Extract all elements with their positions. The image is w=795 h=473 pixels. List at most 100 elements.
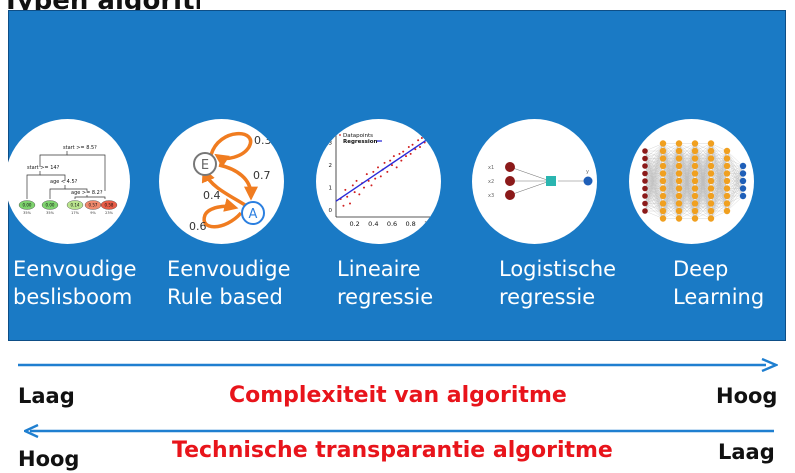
input-3-label: x3	[488, 193, 494, 199]
neuron	[659, 207, 667, 215]
datapoint	[372, 170, 375, 173]
neuron	[723, 147, 731, 155]
datapoint	[353, 191, 356, 194]
neuron	[707, 140, 715, 147]
state-a: A	[249, 207, 258, 222]
tree-leaf-pct: 35%	[46, 211, 54, 215]
tree-left-label: start >= 14?	[27, 165, 60, 171]
decision-tree-icon: start >= 8.5? start >= 14? age < 4.5? ag…	[5, 119, 130, 244]
datapoint	[407, 146, 410, 149]
datapoint	[411, 143, 414, 146]
legend-datapoints: Datapoints	[343, 133, 373, 139]
datapoint	[392, 155, 395, 158]
neuron	[659, 170, 667, 177]
deep-learning-icon	[629, 119, 754, 244]
datapoint	[426, 132, 429, 135]
neuron	[691, 207, 699, 215]
neuron	[675, 215, 683, 222]
tree-leaf-value: 0.14	[71, 203, 80, 208]
neuron	[659, 162, 667, 170]
datapoint	[374, 177, 377, 180]
tree-leaf	[18, 200, 36, 210]
neuron	[739, 177, 747, 185]
tree-leaf-value: 0.57	[89, 203, 98, 208]
neuron	[707, 207, 715, 215]
datapoint	[370, 184, 373, 187]
tree-right-label: age >= 8.2?	[71, 190, 103, 196]
x-tick-label: 1.0	[424, 220, 434, 228]
forward-arrow	[18, 358, 778, 372]
neuron	[675, 200, 683, 207]
neuron	[642, 200, 648, 207]
prob-4: 0.6	[189, 220, 207, 233]
neuron	[675, 207, 683, 215]
datapoint	[377, 166, 379, 169]
datapoint	[351, 184, 354, 187]
datapoint	[367, 179, 370, 182]
neuron	[659, 177, 667, 185]
tree-leaf-value: 0.00	[23, 203, 32, 208]
datapoint	[386, 170, 389, 173]
neuron	[691, 170, 699, 177]
neuron	[707, 170, 715, 177]
neuron	[707, 177, 715, 185]
tree-mid-label: age < 4.5?	[50, 179, 78, 185]
neuron	[659, 215, 667, 222]
y-tick-label: 2	[329, 163, 333, 169]
y-tick-label: 1	[329, 186, 333, 192]
tree-leaf-pct: 9%	[90, 211, 96, 215]
datapoint	[400, 159, 403, 162]
datapoint	[417, 139, 420, 142]
neuron	[659, 140, 667, 147]
datapoint	[342, 204, 345, 207]
tree-leaf	[66, 200, 84, 210]
prob-3: 0.4	[203, 189, 221, 202]
x-tick-label: 0.8	[405, 220, 415, 228]
legend-regression: Regression	[343, 139, 378, 145]
y-tick-label: 3	[329, 141, 333, 147]
datapoint	[383, 161, 386, 164]
neuron	[723, 200, 731, 207]
neuron	[642, 208, 648, 214]
neuron	[642, 170, 648, 177]
y-tick-label: 0	[329, 208, 333, 214]
neuron	[707, 162, 715, 170]
neuron	[723, 162, 731, 170]
neuron	[691, 155, 699, 162]
neuron	[707, 155, 715, 162]
datapoint	[405, 155, 407, 158]
neuron	[723, 170, 731, 177]
datapoint	[420, 137, 423, 140]
datapoint	[414, 148, 417, 151]
prob-2: 0.7	[253, 169, 271, 182]
datapoint	[419, 146, 421, 149]
neuron	[707, 185, 715, 192]
neuron	[675, 192, 683, 200]
neuron	[723, 177, 731, 185]
backward-low-label: Laag	[718, 440, 775, 464]
prob-1: 0.3	[254, 134, 272, 147]
datapoint	[358, 193, 361, 196]
neuron	[675, 185, 683, 192]
neuron	[642, 178, 648, 184]
neuron	[739, 162, 747, 170]
datapoint	[349, 202, 351, 205]
datapoint	[355, 179, 358, 182]
neuron	[691, 215, 699, 222]
neuron	[642, 193, 648, 199]
state-e: E	[201, 158, 209, 173]
x-tick-label: 0.6	[387, 220, 397, 228]
neuron	[675, 155, 683, 162]
backward-arrow	[24, 424, 774, 438]
neuron	[723, 192, 731, 200]
tree-leaf-pct: 23%	[105, 211, 113, 215]
neuron	[642, 155, 648, 162]
neuron	[723, 185, 731, 192]
neuron	[691, 185, 699, 192]
partial-title-text: Typen algoritmen	[2, 0, 200, 12]
